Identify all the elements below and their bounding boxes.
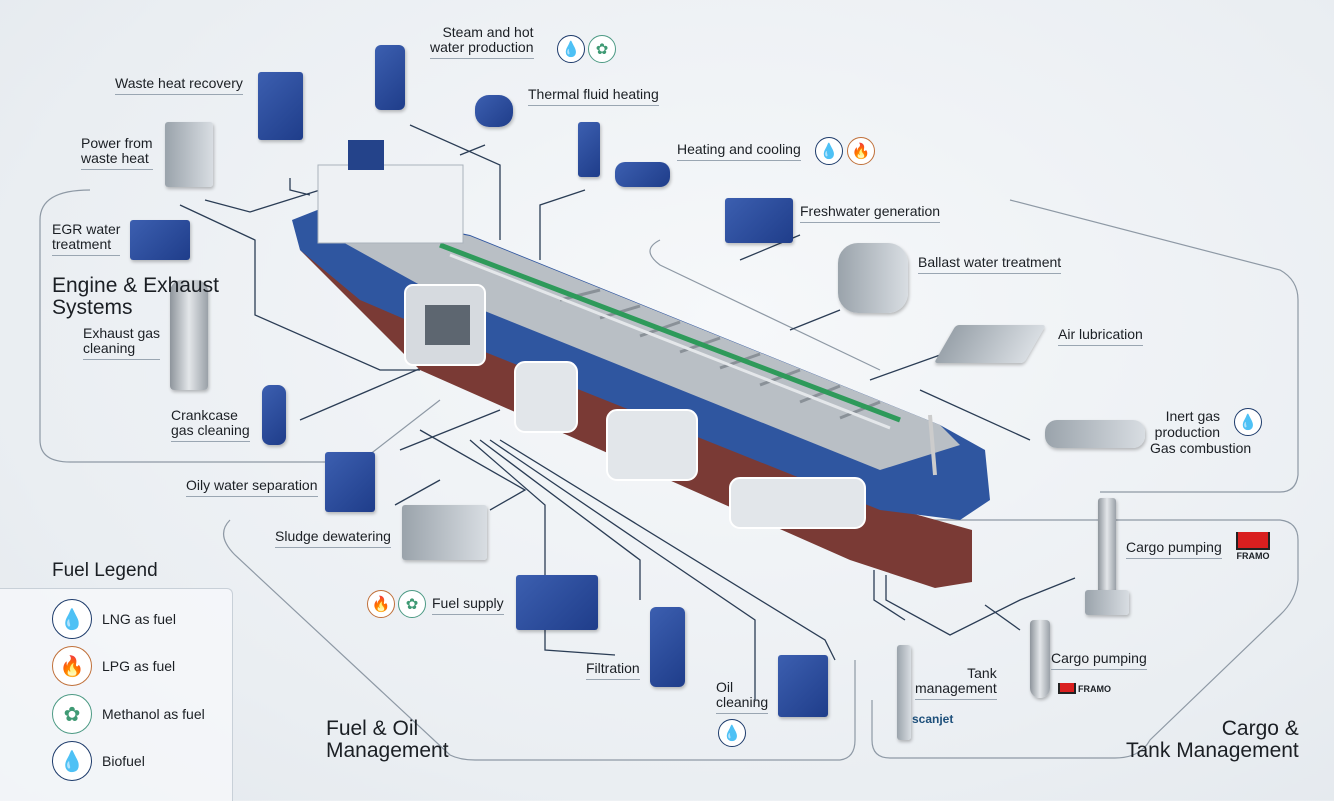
lng-flame-icon: 💧 [1234,408,1262,436]
crankcase-illustration [262,385,286,445]
hold-cutaway-2 [606,409,698,481]
pipe-rack [439,242,901,423]
label-inert-gas: Inert gas production Gas combustion [1150,408,1252,456]
label-cargo-pumping-1: Cargo pumping [1126,540,1222,559]
freshwater-generator-illustration [725,198,793,243]
methanol-leaf-icon: ✿ [52,694,92,734]
top-right-boundary [649,239,881,371]
right-upper-boundary [1009,199,1299,493]
scanjet-logo: scanjet [912,712,954,726]
sludge-dewatering-illustration [402,505,487,560]
waste-heat-recovery-illustration [258,72,303,140]
framo-logo: FRAMO [1233,532,1273,561]
inert-gas-illustration [1045,420,1145,448]
cargo-pump-small-illustration [1030,620,1050,698]
fuel-supply-illustration [516,575,598,630]
cooler-illustration [615,162,670,187]
biofuel-drop-icon: 💧 [52,741,92,781]
hold-cutaway-1 [514,361,578,433]
hold-cutaway-3 [729,477,866,529]
superstructure [317,164,464,244]
connector-lines [179,124,1076,700]
exhaust-gas-cleaning-illustration [170,280,208,390]
oily-water-separator-illustration [325,452,375,512]
cargo-pump-base-illustration [1085,590,1129,615]
lng-flame-icon: 💧 [815,137,843,165]
fuel-legend-title: Fuel Legend [52,560,158,581]
lng-flame-icon: 💧 [557,35,585,63]
label-fuel-supply: Fuel supply [432,596,504,615]
section-title-cargo-tank: Cargo &Tank Management [1126,717,1299,762]
legend-label: Methanol as fuel [102,706,205,722]
funnel [348,140,384,170]
fuel-section-boundary [223,519,856,761]
methanol-leaf-icon: ✿ [398,590,426,618]
lng-flame-icon: 💧 [52,599,92,639]
legend-item-methanol: ✿ Methanol as fuel [52,694,205,734]
oil-cleaning-illustration [778,655,828,717]
legend-label: Biofuel [102,753,145,769]
ballast-water-illustration [838,243,908,313]
legend-item-lng: 💧 LNG as fuel [52,599,176,639]
cargo-section-boundary [871,519,1299,759]
ship [292,140,990,588]
filtration-illustration [650,607,685,687]
power-from-waste-heat-illustration [165,122,213,187]
steam-boiler-illustration [375,45,405,110]
label-air-lubrication: Air lubrication [1058,327,1143,346]
egr-water-treatment-illustration [130,220,190,260]
fuel-legend [0,588,233,801]
lpg-flame-icon: 🔥 [52,646,92,686]
legend-item-biofuel: 💧 Biofuel [52,741,145,781]
legend-label: LNG as fuel [102,611,176,627]
label-oily-water-separation: Oily water separation [186,478,318,497]
label-heating-cooling: Heating and cooling [677,142,801,161]
engine-section-boundary [39,189,441,463]
label-filtration: Filtration [586,661,640,680]
label-sludge-dewatering: Sludge dewatering [275,529,391,548]
label-waste-heat-recovery: Waste heat recovery [115,76,243,95]
methanol-leaf-icon: ✿ [588,35,616,63]
thermal-fluid-heater-illustration [475,95,513,127]
lpg-flame-icon: 🔥 [367,590,395,618]
legend-label: LPG as fuel [102,658,176,674]
label-ballast-water-treatment: Ballast water treatment [918,255,1062,274]
deck [330,210,960,470]
label-freshwater-generation: Freshwater generation [800,204,941,223]
tank-management-illustration [897,645,911,740]
cargo-pump-large-illustration [1098,498,1116,593]
label-cargo-pumping-2: Cargo pumping [1051,651,1147,670]
framo-logo-small: FRAMO [1058,683,1111,694]
biofuel-drop-icon: 💧 [718,719,746,747]
legend-item-lpg: 🔥 LPG as fuel [52,646,175,686]
lpg-flame-icon: 🔥 [847,137,875,165]
label-thermal-fluid-heating: Thermal fluid heating [528,87,659,106]
heat-exchanger-illustration [578,122,600,177]
section-boundaries [39,189,1299,761]
